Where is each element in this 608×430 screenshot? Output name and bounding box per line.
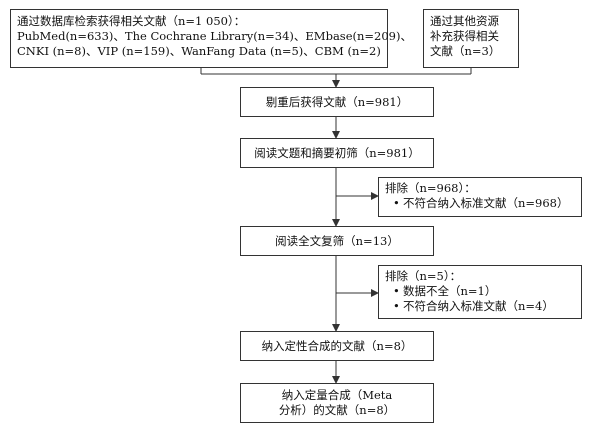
exclusion-1-box: 排除（n=968）： 不符合纳入标准文献（n=968） [378, 177, 582, 217]
other-sources-line-3: 文献（n=3） [430, 44, 501, 58]
exclusion-2-item-incomplete-data: 数据不全（n=1） [385, 284, 575, 299]
quantitative-synthesis-line-2: 分析）的文献（n=8） [278, 403, 396, 417]
quantitative-synthesis-box: 纳入定量合成（Meta 分析）的文献（n=8） [240, 383, 434, 423]
exclusion-2-item-not-eligible: 不符合纳入标准文献（n=4） [385, 299, 575, 314]
exclusion-1-item: 不符合纳入标准文献（n=968） [385, 196, 575, 211]
quantitative-synthesis-line-1: 纳入定量合成（Meta [281, 388, 393, 402]
title-abstract-screening-box: 阅读文题和摘要初筛（n=981） [240, 138, 434, 168]
database-search-title: 通过数据库检索获得相关文献（n=1 050）： [17, 14, 246, 28]
database-search-box: 通过数据库检索获得相关文献（n=1 050）： PubMed(n=633)、Th… [10, 9, 412, 68]
exclusion-1-title: 排除（n=968）： [385, 181, 476, 195]
qualitative-synthesis-label: 纳入定性合成的文献（n=8） [261, 338, 413, 353]
dedup-label: 剔重后获得文献（n=981） [265, 94, 409, 109]
database-search-line-3: CNKI (n=8)、VIP (n=159)、WanFang Data (n=5… [17, 44, 381, 58]
qualitative-synthesis-box: 纳入定性合成的文献（n=8） [240, 331, 434, 361]
other-sources-line-2: 补充获得相关 [430, 29, 499, 43]
fulltext-screening-box: 阅读全文复筛（n=13） [240, 226, 434, 256]
exclusion-2-box: 排除（n=5）： 数据不全（n=1） 不符合纳入标准文献（n=4） [378, 265, 582, 319]
exclusion-2-title: 排除（n=5）： [385, 269, 462, 283]
database-search-line-2: PubMed(n=633)、The Cochrane Library(n=34)… [17, 29, 412, 43]
title-abstract-screening-label: 阅读文题和摘要初筛（n=981） [254, 145, 420, 160]
dedup-box: 剔重后获得文献（n=981） [240, 87, 434, 117]
fulltext-screening-label: 阅读全文复筛（n=13） [275, 233, 399, 248]
other-sources-box: 通过其他资源 补充获得相关 文献（n=3） [423, 9, 519, 68]
other-sources-line-1: 通过其他资源 [430, 14, 499, 28]
